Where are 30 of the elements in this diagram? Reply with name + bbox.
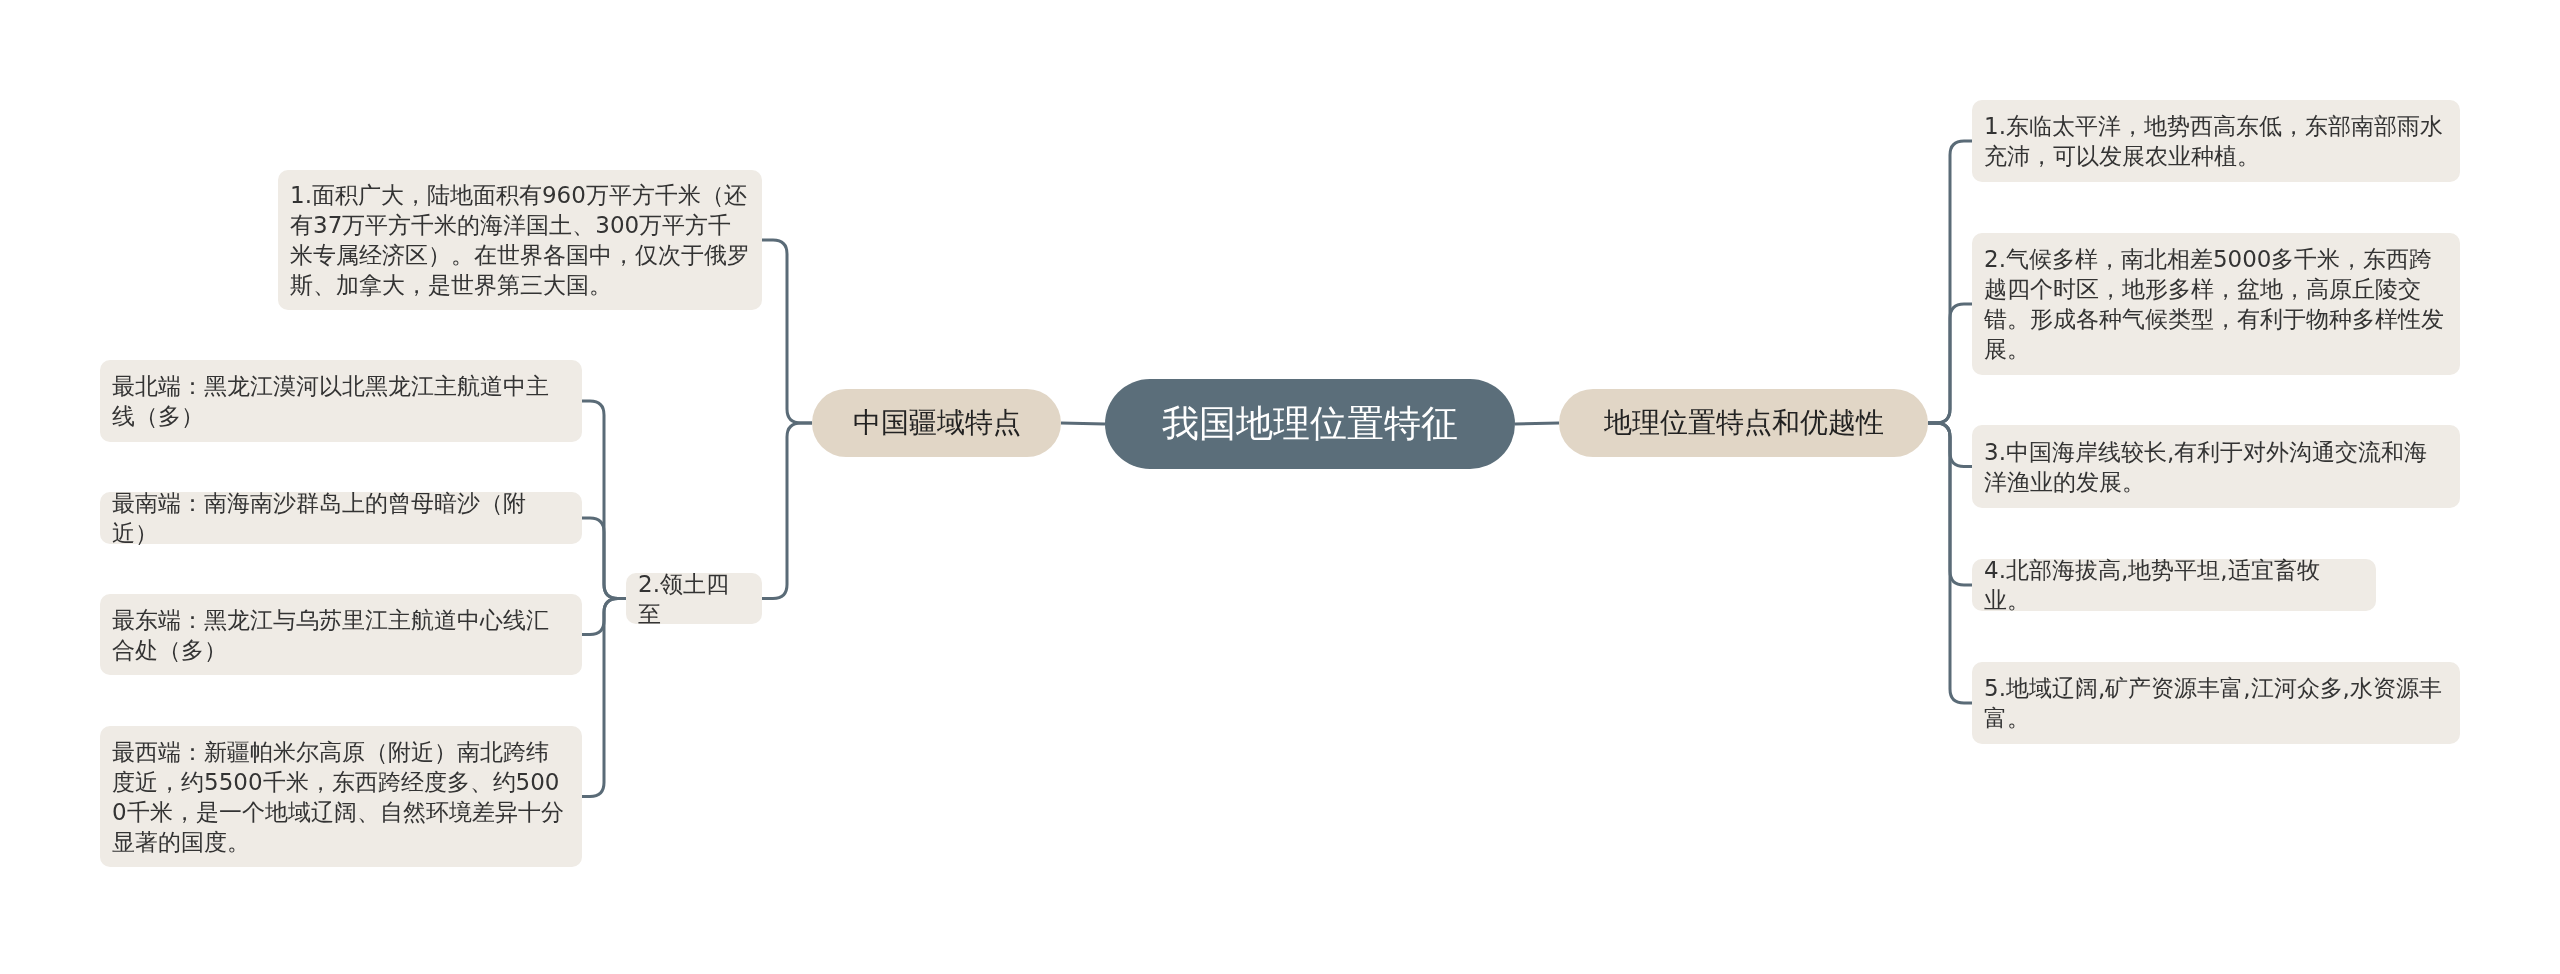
topic-box bbox=[626, 573, 762, 624]
topic-text: 1.东临太平洋，地势西高东低，东部南部雨水充沛，可以发展农业种植。 bbox=[1984, 112, 2444, 171]
topic-text: 3.中国海岸线较长,有利于对外沟通交流和海洋渔业的发展。 bbox=[1984, 437, 2429, 497]
topic-box bbox=[1972, 559, 2376, 611]
topic-box bbox=[278, 170, 762, 310]
connector-line bbox=[1514, 421, 1560, 426]
topic-text: 中国疆域特点 bbox=[852, 405, 1021, 441]
topic-text: 最南端：南海南沙群岛上的曾母暗沙（附近） bbox=[112, 489, 527, 548]
connector-line bbox=[1060, 421, 1106, 426]
topic-box bbox=[100, 726, 582, 867]
topic-text: 我国地理位置特征 bbox=[1162, 401, 1458, 447]
connector-line bbox=[582, 597, 626, 798]
topic-text: 4.北部海拔高,地势平坦,适宜畜牧业。 bbox=[1984, 556, 2321, 615]
topic-box bbox=[1972, 425, 2460, 508]
topic-text: 2.气候多样，南北相差5000多千米，东西跨越四个时区，地形多样，盆地，高原丘陵交错。形成各种气候类型，有利于物种多样性发展。 bbox=[1984, 245, 2445, 364]
topic-box bbox=[100, 360, 582, 442]
topic-box bbox=[1972, 233, 2460, 375]
topic-text: 最西端：新疆帕米尔高原（附近）南北跨纬度近，约5500千米，东西跨经度多、约5000千米，是一个地域辽阔、自然环境差异十分显著的国度。 bbox=[112, 737, 565, 857]
topic-box bbox=[100, 594, 582, 675]
connector-line bbox=[1928, 421, 1972, 705]
connector-line bbox=[762, 421, 812, 600]
topic-box bbox=[1972, 662, 2460, 744]
topic-box bbox=[1972, 100, 2460, 182]
topic-text: 最东端：黑龙江与乌苏里江主航道中心线汇合处（多） bbox=[112, 605, 550, 665]
topic-box bbox=[100, 492, 582, 544]
topic-text: 地理位置特点和优越性 bbox=[1603, 405, 1884, 441]
topic-text: 最北端：黑龙江漠河以北黑龙江主航道中主线（多） bbox=[112, 372, 550, 431]
topic-text: 5.地域辽阔,矿产资源丰富,江河众多,水资源丰富。 bbox=[1984, 674, 2443, 733]
topic-text: 1.面积广大，陆地面积有960万平方千米（还有37万平方千米的海洋国土、300万平方千米专属经济区）。在世界各国中，仅次于俄罗斯、加拿大，是世界第三大国。 bbox=[290, 181, 750, 300]
topic-text: 2.领土四至 bbox=[638, 569, 730, 629]
